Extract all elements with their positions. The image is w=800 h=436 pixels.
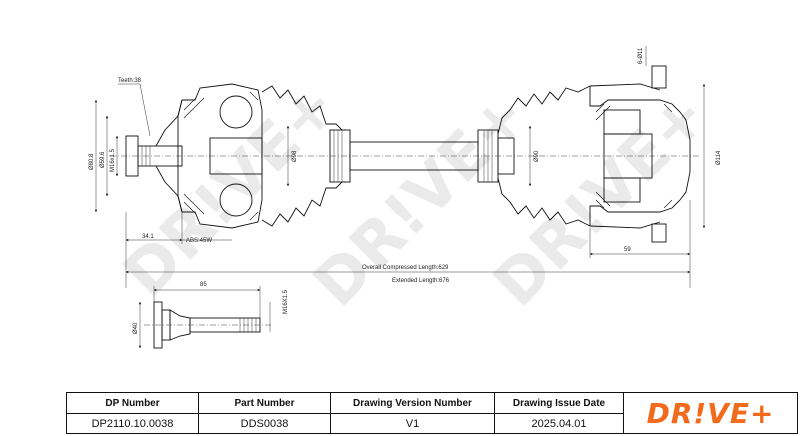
- axle-shaft: [329, 129, 515, 183]
- inner-cv-housing: [589, 65, 691, 243]
- length-34-label: 34.1: [142, 234, 154, 240]
- length-59-label: 59: [624, 247, 631, 253]
- dimension-labels: Teeth:38 Ø80.8 Ø59.6 M16x1.5 Ø98 Ø90 Ø11…: [89, 47, 722, 284]
- part-number-cell: Part Number DDS0038: [199, 393, 331, 433]
- brand-logo: DR!VE+: [646, 396, 775, 430]
- dia-80-label: Ø80.8: [89, 153, 95, 170]
- inner-boot: [497, 85, 591, 227]
- version-cell: Drawing Version Number V1: [331, 393, 495, 433]
- dia-90-label: Ø90: [534, 150, 540, 162]
- part-number-header: Part Number: [199, 393, 330, 414]
- dp-number-value: DP2110.10.0038: [91, 417, 174, 430]
- abs-label: ABS:45W: [186, 238, 212, 244]
- bolt-thread-label: M16X1.5: [283, 289, 289, 314]
- issue-date-header: Drawing Issue Date: [495, 393, 623, 414]
- dia-59-label: Ø59.6: [100, 151, 106, 168]
- dia-114-label: Ø114: [716, 150, 722, 165]
- title-block: DP Number DP2110.10.0038 Part Number DDS…: [66, 392, 798, 434]
- outer-cv-housing: [155, 83, 263, 229]
- overall-length-label: Overall Compressed Length:629: [362, 265, 449, 271]
- version-value: V1: [405, 417, 420, 430]
- issue-date-cell: Drawing Issue Date 2025.04.01: [495, 393, 624, 433]
- length-85-label: 85: [200, 282, 207, 288]
- hole-label: 6-Ø11: [638, 47, 644, 64]
- technical-drawing: DR!VE+ DR!VE+ DR!VE+: [89, 46, 722, 349]
- extended-length-label: Extended Length:676: [392, 278, 450, 284]
- bolt-detail: 85 M16X1.5 Ø40: [133, 282, 289, 349]
- dp-number-cell: DP Number DP2110.10.0038: [67, 393, 199, 433]
- brand-logo-cell: DR!VE+: [624, 393, 797, 433]
- part-number-value: DDS0038: [240, 417, 289, 430]
- version-header: Drawing Version Number: [331, 393, 494, 414]
- dp-number-header: DP Number: [67, 393, 198, 414]
- teeth-label: Teeth:38: [118, 78, 142, 84]
- dimension-lines: [94, 46, 706, 288]
- issue-date-value: 2025.04.01: [531, 417, 587, 430]
- dia-40-label: Ø40: [133, 322, 139, 334]
- thread-label: M16x1.5: [110, 148, 116, 172]
- outer-cv-stub: [125, 135, 183, 177]
- outer-boot: [261, 85, 346, 227]
- dia-98-label: Ø98: [292, 150, 298, 162]
